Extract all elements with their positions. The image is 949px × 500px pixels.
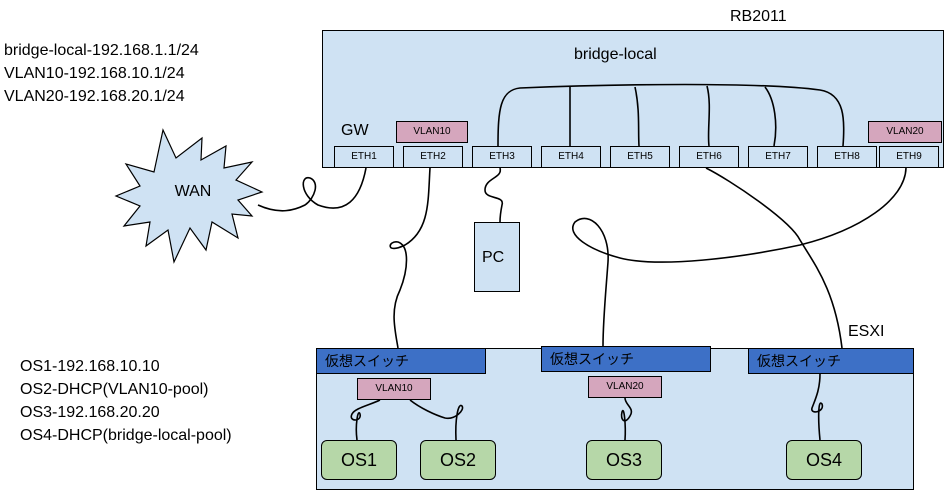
router-name: RB2011 [730,8,787,25]
eth3-pc-link [484,167,503,223]
os-info-1: OS1-192.168.10.10 [20,358,160,375]
port-eth1: ETH1 [334,146,394,168]
port-eth4: ETH4 [541,146,601,168]
vlan20-tag-esxi: VLAN20 [588,376,662,398]
vswitch-1: 仮想スイッチ [316,348,486,374]
os-info-4: OS4-DHCP(bridge-local-pool) [20,427,232,444]
port-eth3: ETH3 [472,146,532,168]
os2-box: OS2 [420,440,496,480]
pc-label: PC [482,249,505,266]
bridge-internal-link [497,83,845,147]
port-eth6: ETH6 [679,146,739,168]
os1-box: OS1 [321,440,397,480]
vswitch-3: 仮想スイッチ [748,348,914,374]
network-info-vlan20: VLAN20-192.168.20.1/24 [4,88,185,105]
vlan20-tag-eth9: VLAN20 [868,121,942,143]
os-info-2: OS2-DHCP(VLAN10-pool) [20,381,209,398]
port-eth9: ETH9 [879,146,939,168]
eth2-esxi-link [389,167,431,349]
esxi-name: ESXI [848,323,885,340]
vlan10-tag-eth2: VLAN10 [396,121,468,143]
gw-label: GW [341,122,369,139]
eth9-esxi-link [572,167,907,347]
pc-box [474,222,520,292]
wan-link [257,167,367,212]
network-info-bridge: bridge-local-192.168.1.1/24 [4,42,199,59]
eth6-esxi-link [705,167,843,349]
wan-label: WAN [175,183,212,200]
wan-cloud-icon [114,128,264,264]
bridge-label: bridge-local [574,46,657,63]
port-eth8: ETH8 [817,146,877,168]
os4-box: OS4 [786,440,862,480]
vswitch-2: 仮想スイッチ [541,346,711,372]
vlan10-tag-esxi: VLAN10 [357,378,431,400]
port-eth2: ETH2 [403,146,463,168]
port-eth7: ETH7 [748,146,808,168]
port-eth5: ETH5 [610,146,670,168]
os3-box: OS3 [586,440,662,480]
os-info-3: OS3-192.168.20.20 [20,404,160,421]
network-info-vlan10: VLAN10-192.168.10.1/24 [4,65,185,82]
router-box [322,30,944,168]
